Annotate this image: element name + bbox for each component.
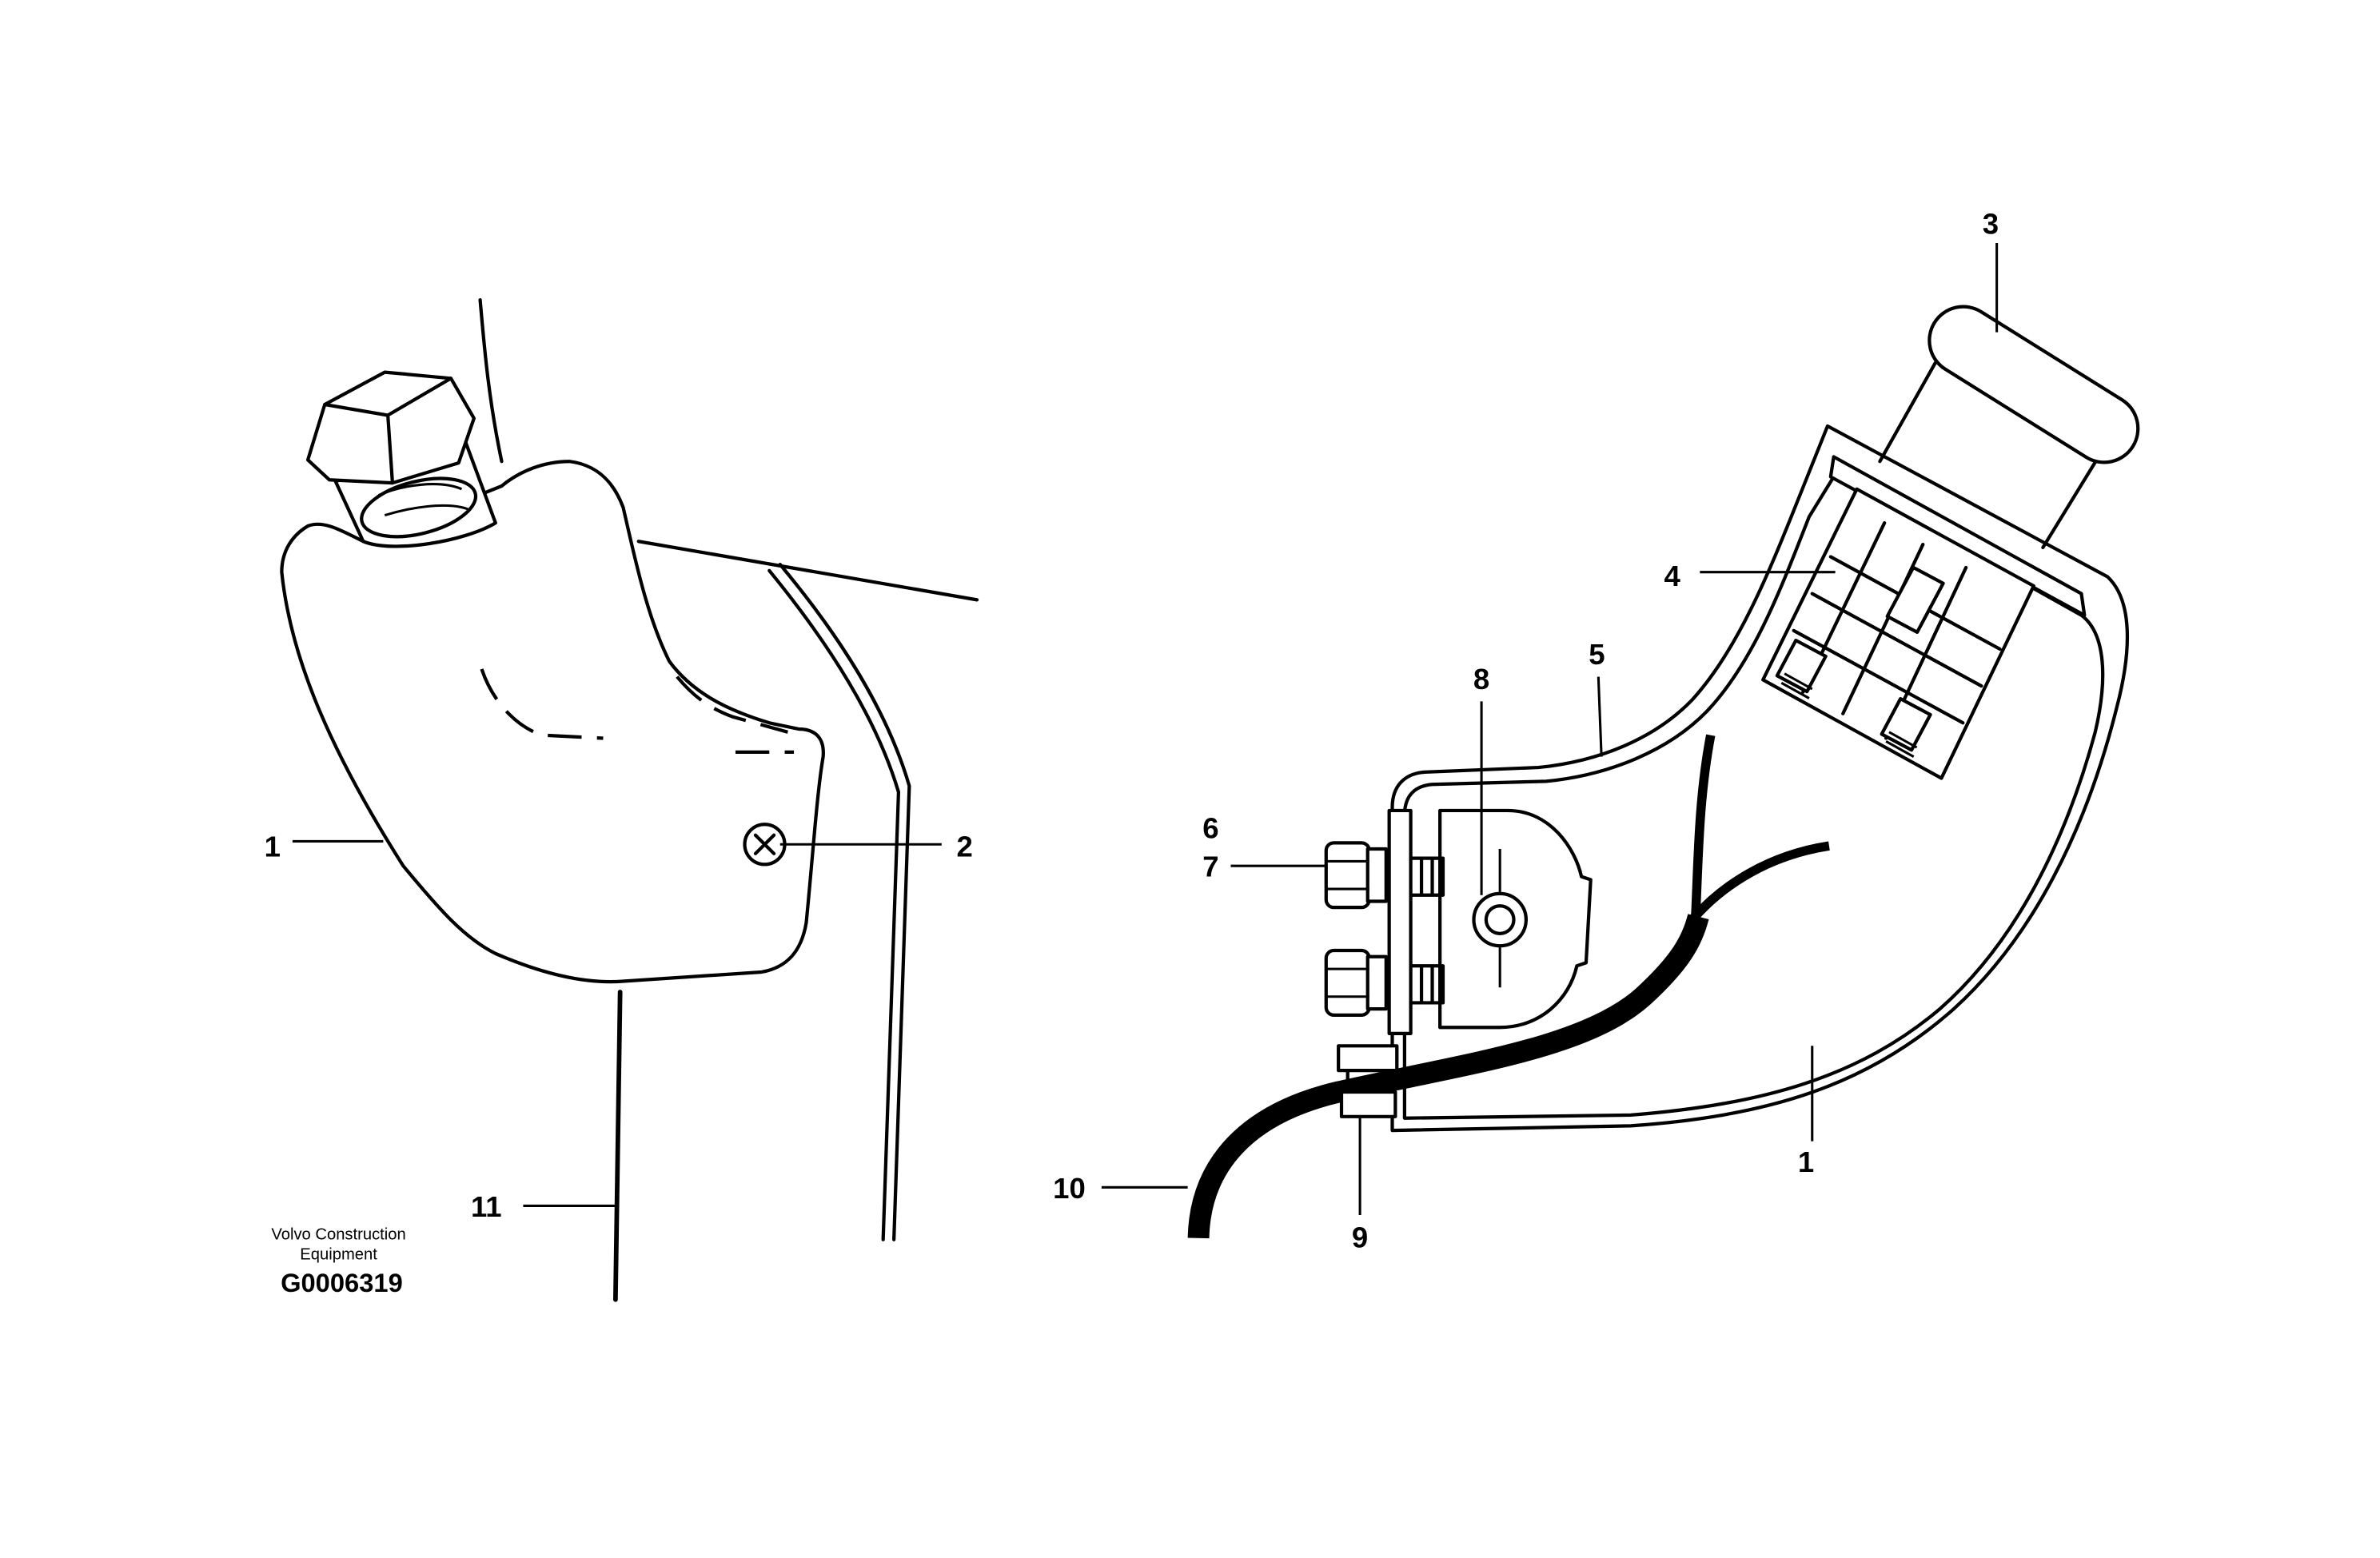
callout-right-3: 3 — [1983, 207, 1999, 240]
panel-top-line — [636, 540, 979, 602]
switch-housing — [1761, 487, 2035, 780]
callout-left-11: 11 — [471, 1190, 502, 1223]
bolt-upper-head-lines — [1326, 859, 1369, 891]
left-view: 1 2 11 Volvo Construction Equipment G000… — [265, 298, 979, 1302]
watermark-line1: Volvo Construction — [271, 1226, 405, 1244]
bolt-upper-head — [1324, 841, 1371, 910]
grommet-lower — [1339, 1090, 1397, 1118]
callout-line-right-5 — [1597, 676, 1603, 757]
bolt-lower — [1324, 948, 1445, 1017]
callout-right-4: 4 — [1664, 560, 1681, 592]
switch-terminal-left — [1775, 638, 1828, 694]
bolt-upper-washer — [1365, 847, 1388, 903]
grommet-upper — [1337, 1044, 1399, 1073]
switch-terminal-ribs — [1780, 672, 1918, 758]
panel-edge-outer — [767, 568, 901, 1241]
bracket-inner-edge — [1402, 475, 2105, 1120]
switch-stem — [1878, 361, 2103, 550]
callout-right-6: 6 — [1202, 812, 1218, 845]
hose-11 — [613, 990, 623, 1302]
callout-right-1: 1 — [1798, 1146, 1814, 1178]
callout-left-1: 1 — [265, 831, 281, 863]
cable-branch-right — [1688, 841, 1830, 923]
callout-right-8: 8 — [1473, 663, 1489, 695]
switch-contact-top — [1885, 565, 1945, 634]
grommet-9 — [1337, 1044, 1399, 1118]
clamp-nut-hole — [1484, 904, 1516, 935]
neck-thread — [377, 483, 468, 517]
panel-upper-edge — [478, 298, 504, 464]
switch-terminal-right — [1880, 697, 1932, 752]
right-view: 3 4 5 6 7 8 9 10 1 — [1053, 207, 2140, 1253]
screw-2 — [743, 823, 787, 867]
tank-moulding-line-right — [676, 675, 788, 734]
callout-right-10: 10 — [1053, 1172, 1086, 1205]
watermark-code: G0006319 — [281, 1268, 403, 1297]
callout-left-2: 2 — [956, 831, 972, 863]
neck-opening — [360, 476, 478, 539]
bracket-flange — [1387, 808, 1413, 1036]
panel-edge-inner — [778, 562, 911, 1241]
bolt-upper — [1324, 841, 1445, 910]
cable-10 — [1187, 914, 1709, 1239]
filler-cap-edge — [323, 377, 453, 485]
bolt-lower-washer — [1365, 954, 1388, 1011]
grommet-body — [1345, 1068, 1391, 1094]
filler-cap — [305, 370, 476, 485]
bolt-lower-head — [1324, 948, 1371, 1017]
tank-moulding-line-left — [480, 668, 604, 740]
watermark-line2: Equipment — [300, 1246, 377, 1264]
bolt-upper-thread — [1409, 856, 1445, 897]
bolt-lower-head-lines — [1326, 967, 1369, 998]
cable-branch-upper — [1690, 734, 1716, 923]
switch-cap — [1928, 305, 2140, 464]
callout-right-7: 7 — [1202, 851, 1218, 883]
reservoir-tank — [280, 460, 825, 984]
screw-cross — [753, 833, 776, 855]
callout-right-5: 5 — [1589, 638, 1605, 671]
callout-right-9: 9 — [1352, 1221, 1368, 1253]
switch-internals — [1775, 521, 2002, 758]
bolt-lower-thread — [1409, 964, 1445, 1005]
